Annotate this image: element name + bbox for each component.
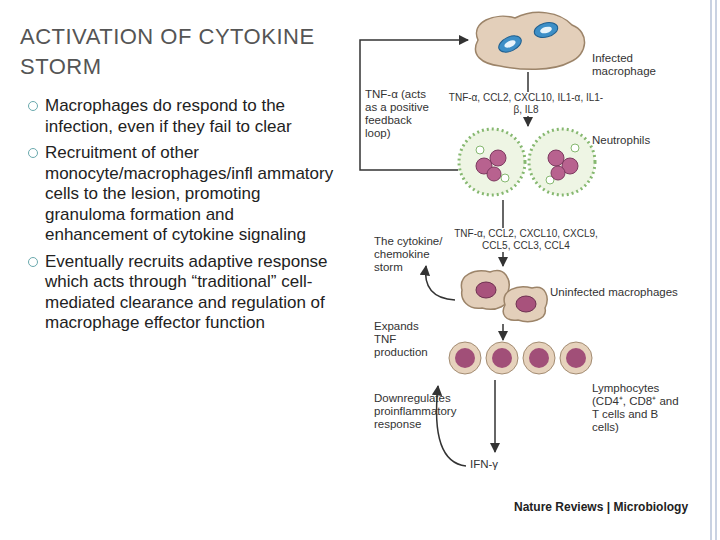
source-credit: Nature Reviews | Microbiology bbox=[514, 500, 704, 514]
lymphocyte bbox=[560, 342, 592, 374]
granule bbox=[501, 174, 509, 182]
cell-node: Infected macrophage bbox=[468, 8, 588, 72]
annotation: Expands TNF production bbox=[374, 320, 436, 359]
macrophage bbox=[503, 287, 547, 322]
slide-title: ACTIVATION OF CYTOKINE STORM bbox=[20, 22, 330, 82]
arrow bbox=[494, 380, 496, 452]
cytokine-label: IFN-γ bbox=[470, 458, 520, 471]
curved-arrow bbox=[426, 266, 455, 300]
bullet-point: Recruitment of other monocyte/macrophage… bbox=[45, 143, 335, 246]
cell-label: Infected macrophage bbox=[592, 52, 687, 78]
neutrophil bbox=[459, 129, 525, 195]
bacterium-core bbox=[539, 26, 552, 35]
cell-label: Neutrophils bbox=[592, 134, 692, 147]
cell-label: Lymphocytes (CD4⁺, CD8⁺ and T cells and … bbox=[592, 382, 687, 434]
bacterium bbox=[533, 20, 560, 40]
nucleus-lobe bbox=[548, 150, 564, 166]
granule bbox=[476, 146, 484, 154]
annotation: Downregulates proinflammatory response bbox=[374, 392, 460, 431]
uninfected-macrophage-cells bbox=[461, 271, 547, 322]
lymphocyte bbox=[523, 342, 555, 374]
annotation: The cytokine/ chemokine storm bbox=[374, 235, 454, 274]
nucleus bbox=[566, 348, 586, 368]
neutrophil-cells bbox=[459, 129, 595, 195]
nucleus bbox=[476, 282, 496, 298]
nucleus bbox=[455, 348, 475, 368]
cell-label: Uninfected macrophages bbox=[550, 286, 720, 299]
nucleus-lobe bbox=[490, 150, 506, 166]
cell-node: Uninfected macrophages bbox=[458, 266, 550, 324]
bullet-point: Macrophages do respond to the infection,… bbox=[45, 96, 335, 137]
bacterium-core bbox=[503, 39, 516, 50]
bullet-list: Macrophages do respond to the infection,… bbox=[45, 96, 335, 340]
nucleus bbox=[516, 296, 536, 312]
cell-body bbox=[475, 12, 584, 69]
lymphocyte bbox=[449, 342, 481, 374]
neutrophil bbox=[529, 129, 595, 195]
cell-node: Neutrophils bbox=[458, 126, 596, 200]
nucleus-lobe bbox=[487, 167, 501, 181]
lymphocyte-cells bbox=[449, 342, 592, 374]
infected-macrophage-cell bbox=[475, 12, 584, 69]
edge-label: TNF-α, CCL2, CXCL10, IL1-α, IL1-β, IL8 bbox=[446, 92, 606, 116]
nucleus-lobe bbox=[551, 166, 565, 180]
edge-label: TNF-α, CCL2, CXCL10, CXCL9, CCL5, CCL3, … bbox=[449, 228, 604, 252]
bullet-point: Eventually recruits adaptive response wh… bbox=[45, 252, 335, 334]
granule bbox=[571, 144, 579, 152]
edge-label: TNF-α (acts as a positive feedback loop) bbox=[365, 88, 440, 140]
flow-arrow bbox=[502, 324, 504, 340]
macrophage bbox=[461, 271, 509, 310]
frame-line bbox=[715, 0, 717, 540]
bacterium bbox=[496, 33, 524, 56]
nucleus bbox=[529, 348, 549, 368]
nucleus bbox=[492, 348, 512, 368]
lymphocyte bbox=[486, 342, 518, 374]
frame-line bbox=[710, 0, 712, 540]
cell-node: Lymphocytes (CD4⁺, CD8⁺ and T cells and … bbox=[447, 340, 592, 378]
